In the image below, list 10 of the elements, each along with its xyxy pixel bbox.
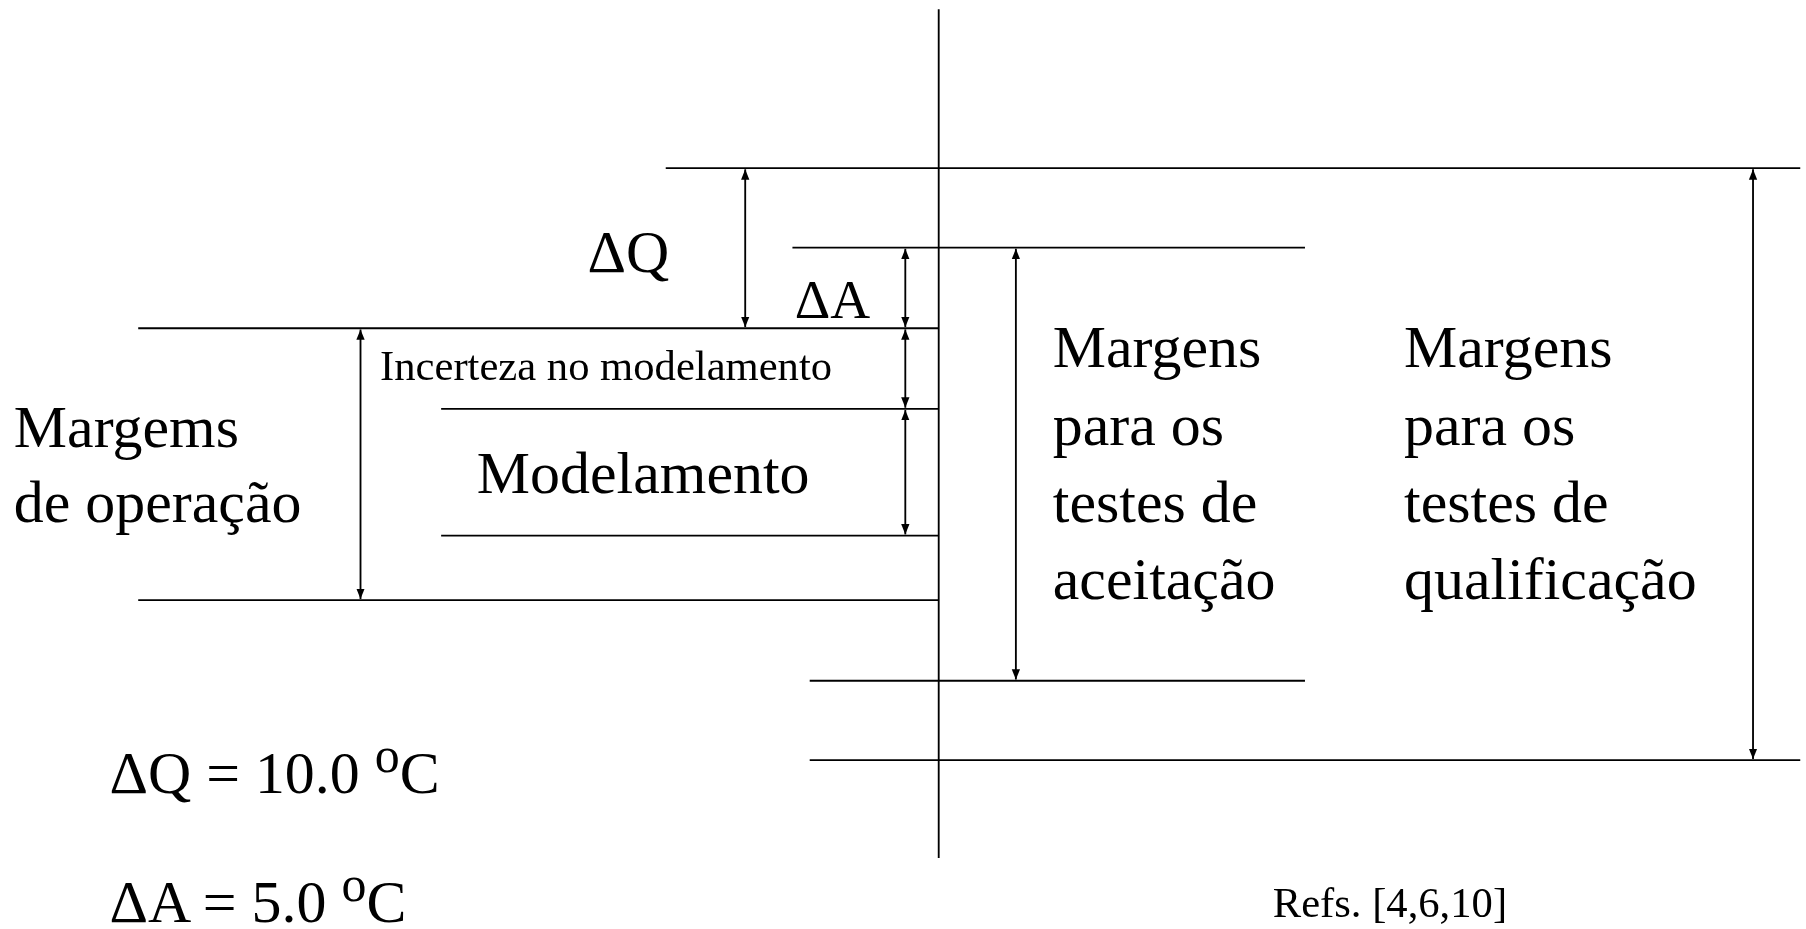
- formula-text: ΔA = 5.0 $^{o}$C: [109, 854, 407, 929]
- formula-text: ΔQ = 10.0 $^{o}$C: [109, 725, 440, 808]
- dimension-label: ΔQ: [587, 217, 670, 287]
- annotation-text: Margens para os testes de aceitação: [1052, 313, 1276, 614]
- annotation-text: Modelamento: [476, 439, 810, 508]
- annotation-text: Incerteza no modelamento: [380, 341, 833, 392]
- annotation-text: Margens para os testes de qualificação: [1404, 313, 1697, 614]
- annotation-text: Margems de operação: [13, 392, 302, 537]
- reference-text: Refs. [4,6,10]: [1272, 877, 1508, 929]
- dimension-label: ΔA: [794, 267, 871, 332]
